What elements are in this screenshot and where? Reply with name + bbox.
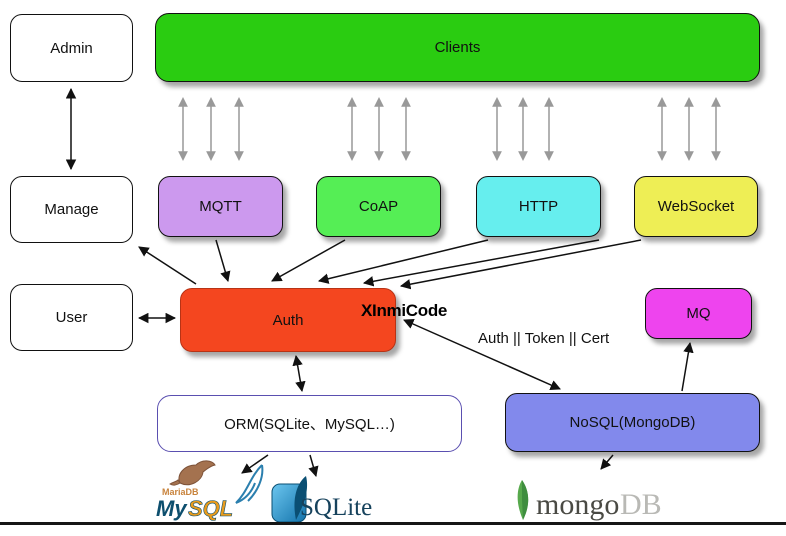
node-mqtt-label: MQTT: [199, 198, 242, 215]
watermark-text: XInmiCode: [361, 301, 448, 320]
mysql-wordmark-my: My: [156, 496, 188, 521]
node-user: User: [10, 284, 133, 351]
clients-websocket-links: [657, 97, 721, 161]
arrow-orm-sqlite: [308, 454, 319, 478]
seal-icon: [169, 460, 216, 486]
bottom-border-line: [0, 522, 786, 525]
arrow-auth-manage: [138, 246, 197, 285]
arrow-websocket-auth: [399, 239, 642, 290]
arrow-coap-auth: [271, 239, 346, 282]
node-admin: Admin: [10, 14, 133, 82]
clients-coap-links: [347, 97, 411, 161]
node-manage-label: Manage: [44, 201, 99, 218]
node-websocket: WebSocket: [634, 176, 758, 237]
node-nosql-label: NoSQL(MongoDB): [569, 414, 696, 431]
node-user-label: User: [55, 309, 88, 326]
arrow-nosql-mq: [681, 341, 694, 392]
mariadb-wordmark: MariaDB: [162, 487, 199, 497]
arrow-orm-mysql: [241, 454, 269, 474]
node-admin-label: Admin: [50, 39, 93, 57]
edge-label-auth-token-cert: Auth || Token || Cert: [478, 330, 610, 347]
arrow-nosql-mongodb: [600, 454, 614, 470]
node-mq: MQ: [645, 288, 752, 339]
node-mqtt: MQTT: [158, 176, 283, 237]
arrow-http-auth-right: [362, 239, 600, 287]
node-orm-label: ORM(SQLite、MySQL…): [224, 416, 395, 433]
sqlite-wordmark: SQLite: [300, 494, 372, 521]
arrow-auth-nosql: [403, 319, 561, 390]
node-mq-label: MQ: [686, 305, 711, 322]
arrow-http-auth-left: [317, 239, 489, 284]
dolphin-icon: [235, 464, 264, 504]
node-websocket-label: WebSocket: [657, 198, 735, 215]
node-http: HTTP: [476, 176, 601, 237]
sqlite-feather-icon: [271, 476, 308, 523]
node-auth: Auth: [180, 288, 396, 352]
node-coap-label: CoAP: [358, 198, 399, 215]
node-auth-label: Auth: [272, 311, 304, 329]
mongodb-logo: mongo DB: [517, 480, 662, 521]
node-manage: Manage: [10, 176, 133, 243]
arrow-auth-orm: [292, 354, 306, 393]
mysql-mariadb-logo: MariaDB My SQL: [156, 460, 264, 521]
node-clients: Clients: [155, 13, 760, 82]
node-orm: ORM(SQLite、MySQL…): [157, 395, 462, 452]
node-clients-label: Clients: [434, 39, 481, 56]
clients-mqtt-links: [178, 97, 244, 161]
sqlite-logo: SQLite: [271, 476, 372, 523]
mysql-wordmark-sql: SQL: [188, 496, 233, 521]
node-http-label: HTTP: [518, 198, 559, 215]
clients-http-links: [492, 97, 554, 161]
node-nosql: NoSQL(MongoDB): [505, 393, 760, 452]
mongodb-wordmark-mongo: mongo: [536, 488, 619, 521]
arrow-mqtt-auth: [215, 239, 231, 283]
mongodb-leaf-icon: [517, 480, 529, 520]
node-coap: CoAP: [316, 176, 441, 237]
mongodb-wordmark-db: DB: [620, 488, 662, 521]
